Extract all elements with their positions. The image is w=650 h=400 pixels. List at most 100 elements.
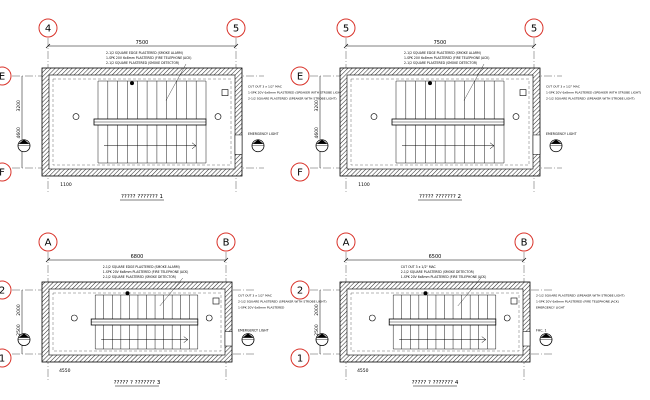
grid-bubble-circle [38, 232, 58, 252]
note-line: 1-SPK 20V 6x8mm PLASTERED (FIRE TELEPHON… [103, 270, 189, 274]
side-note: 2-1/2 SQUARE PLASTERED (SPEAKER WITH STR… [546, 96, 635, 100]
leader-line [457, 277, 481, 307]
note-line: 2-1/2 SQUARE EDGE PLASTERED (SMOKE ALARM… [106, 51, 183, 55]
side-dimension-main: 2500 [314, 324, 320, 336]
note-line: 2-1/2 SQUARE PLASTERED (SMOKE DETECTOR) [404, 61, 477, 65]
side-dimension-main: 4600 [16, 127, 22, 139]
sprinkler-icon [130, 81, 134, 86]
ceiling-outline [350, 78, 530, 166]
side-dimension-lower: 4550 [59, 368, 71, 374]
overall-dimension: 7500 [136, 40, 149, 46]
plan-caption: ????? ? ??????? 3 [114, 380, 161, 386]
grid-bubble-circle [524, 18, 544, 38]
section-marker-icon [549, 139, 563, 153]
side-note: 1-SPK 20V 6x8mm PLASTERED (SPEAKER WITH … [546, 90, 641, 94]
grid-bubble-label: 5 [233, 24, 239, 35]
grid-bubble-circle [0, 280, 12, 300]
note-line: 2-1/2 SQUARE PLASTERED (SMOKE DETECTOR) [103, 275, 176, 279]
overall-dimension: 7500 [434, 40, 447, 46]
grid-bubble-circle [216, 232, 236, 252]
grid-bubble-label: 5 [343, 24, 349, 35]
emergency-light-label: FHC. 1 [536, 329, 547, 333]
side-dimension-main: 4600 [314, 127, 320, 139]
grid-bubble-circle [290, 280, 310, 300]
side-note: EMERGENCY LIGHT [536, 305, 565, 309]
grid-bubble-side-lower: 1 [290, 348, 310, 368]
grid-bubble-circle [336, 18, 356, 38]
section-marker-icon [241, 333, 255, 347]
grid-bubble-side-upper: 2 [0, 280, 12, 300]
grid-bubble-circle [290, 162, 310, 182]
speaker-icon [205, 314, 213, 322]
grid-bubble-circle [0, 66, 12, 86]
side-dimension-upper: 2000 [16, 304, 22, 316]
stair-direction-arrow-icon [399, 336, 487, 343]
overall-dimension: 6800 [131, 254, 144, 260]
telephone-jack-icon [221, 89, 229, 96]
grid-bubble-label: 2 [0, 286, 5, 297]
section-marker-icon [17, 139, 31, 153]
grid-bubble-label: 2 [297, 286, 303, 297]
note-line: 1-SPK 20V 6x8mm PLASTERED (FIRE TELEPHON… [404, 56, 490, 60]
plan-caption: ????? ??????? 1 [121, 194, 163, 200]
door-opening [234, 134, 243, 155]
speaker-icon [503, 314, 511, 322]
sprinkler-icon [125, 291, 130, 296]
grid-bubble-label: A [45, 238, 52, 249]
stair-direction-arrow-icon [104, 142, 197, 149]
grid-bubble-label: B [223, 238, 230, 249]
side-dimension-upper: 3200 [16, 100, 22, 112]
emergency-light-label: EMERGENCY LIGHT [546, 132, 577, 136]
speaker-icon [512, 113, 520, 120]
grid-bubble-top-left: A [38, 232, 58, 252]
note-line: 2-1/2 SQUARE PLASTERED (SMOKE DETECTOR) [401, 270, 474, 274]
side-note: 1-SPK 20V 6x8mm PLASTERED [238, 305, 285, 309]
telephone-jack-icon [212, 297, 220, 305]
section-marker-icon [315, 139, 329, 153]
grid-bubble-top-left: 4 [38, 18, 58, 38]
side-dimension-lower: 1100 [358, 182, 370, 188]
grid-bubble-circle [38, 18, 58, 38]
grid-bubble-label: B [521, 238, 528, 249]
grid-bubble-side-lower: 1 [0, 348, 12, 368]
side-dimension-main: 2500 [16, 324, 22, 336]
smoke-detector-icon [370, 113, 378, 120]
grid-bubble-top-left: A [336, 232, 356, 252]
grid-bubble-top-right: 5 [524, 18, 544, 38]
grid-bubble-circle [336, 232, 356, 252]
grid-bubble-top-right: 5 [226, 18, 246, 38]
grid-bubble-label: 5 [531, 24, 537, 35]
grid-bubble-side-lower: F [0, 162, 12, 182]
sprinkler-icon [423, 291, 428, 296]
grid-bubble-circle [514, 232, 534, 252]
section-marker-icon [315, 333, 329, 347]
grid-bubble-side-upper: E [0, 66, 12, 86]
plan-caption: ????? ? ??????? 4 [412, 380, 459, 386]
grid-bubble-circle [0, 348, 12, 368]
grid-bubble-circle [290, 348, 310, 368]
plan-caption: ????? ??????? 2 [419, 194, 461, 200]
leader-line [463, 63, 485, 101]
grid-bubble-side-upper: E [290, 66, 310, 86]
emergency-light-label: EMERGENCY LIGHT [238, 329, 269, 333]
grid-bubble-circle [226, 18, 246, 38]
side-dimension-upper: 2000 [314, 304, 320, 316]
telephone-jack-icon [519, 89, 527, 96]
note-line: CUT OUT 3 x 1/2" MAC [401, 265, 436, 269]
sprinkler-icon [428, 81, 432, 86]
note-line: 2-1/2 SQUARE PLASTERED (SMOKE DETECTOR) [106, 61, 179, 65]
section-marker-icon [539, 333, 553, 347]
side-note: 1-SPK 20V 6x8mm PLASTERED (FIRE TELEPHON… [536, 299, 619, 303]
grid-bubble-top-right: B [514, 232, 534, 252]
ceiling-outline [52, 292, 222, 352]
section-marker-icon [251, 139, 265, 153]
smoke-detector-icon [368, 314, 376, 322]
grid-bubble-circle [290, 66, 310, 86]
note-line: 1-SPK 20V 6x8mm PLASTERED (FIRE TELEPHON… [106, 56, 192, 60]
ceiling-outline [350, 292, 520, 352]
grid-bubble-label: A [343, 238, 350, 249]
